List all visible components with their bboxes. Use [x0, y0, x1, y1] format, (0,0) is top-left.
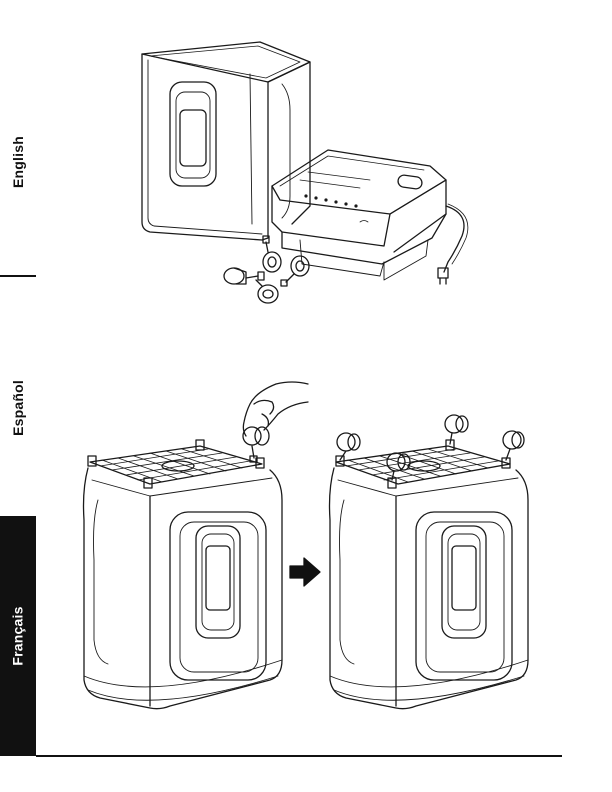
next-step-arrow-icon	[290, 558, 320, 586]
waste-bin-illustration	[142, 42, 310, 240]
shredder-parts-overview-illustration	[142, 42, 468, 303]
hand-inserting-caster-illustration	[243, 382, 308, 462]
control-lights	[304, 194, 357, 207]
attached-casters	[336, 415, 524, 488]
attach-casters-step-illustration	[84, 382, 309, 709]
shredder-head-illustration	[272, 150, 468, 284]
casters-attached-result-illustration	[330, 415, 529, 709]
loose-casters-illustration	[224, 236, 309, 303]
